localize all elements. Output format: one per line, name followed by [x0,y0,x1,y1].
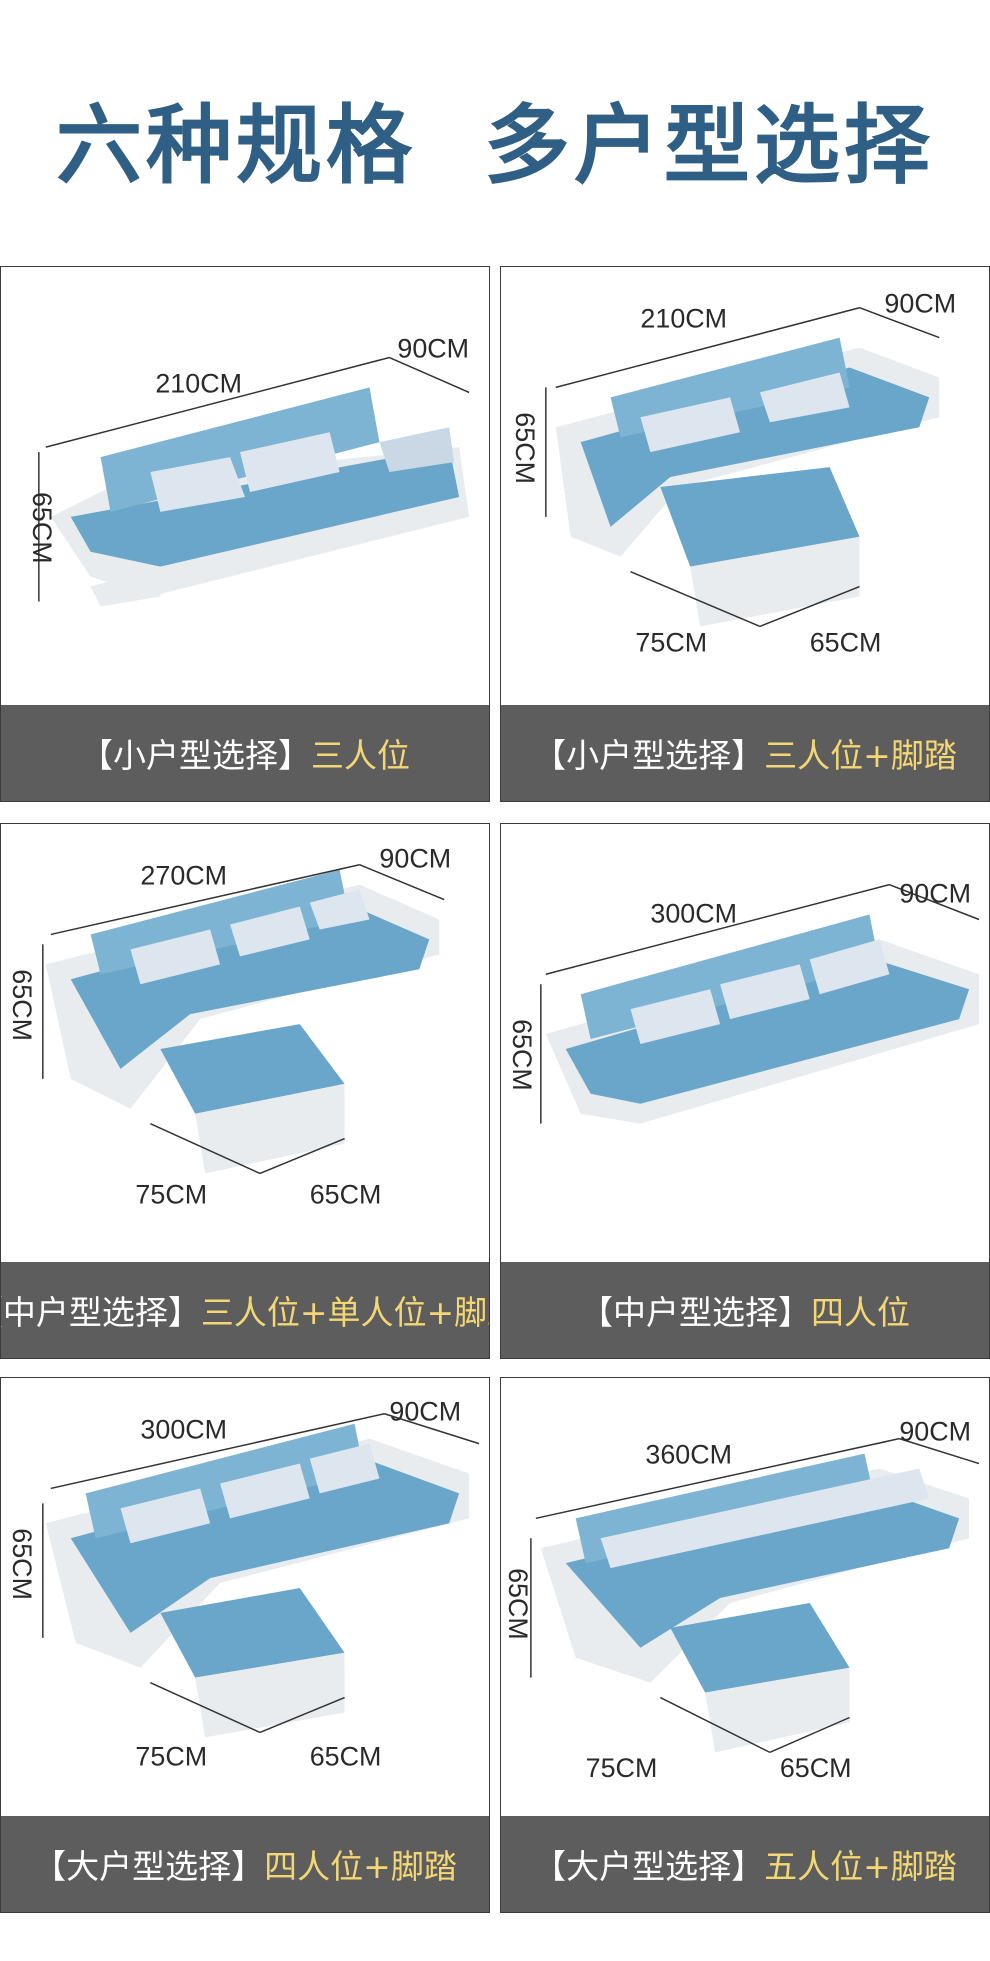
card-caption: 【小户型选择】三人位+脚踏 [501,705,989,801]
card-caption: 【中户型选择】三人位+单人位+脚踏 [1,1262,489,1358]
product-card-2[interactable]: 210CM 90CM 65CM 75CM 65CM 【小户型选择】三人位+脚踏 [500,266,990,802]
depth-label: 90CM [899,879,971,909]
ottoman-depth-label: 75CM [135,1179,207,1209]
sofa-illustration: 270CM 90CM 65CM 75CM 65CM [7,844,451,1210]
product-card-5[interactable]: 300CM 90CM 65CM 75CM 65CM 【大户型选择】四人位+脚踏 [0,1377,490,1913]
sofa-illustration: 300CM 90CM 65CM 75CM 65CM [7,1397,480,1771]
product-card-1[interactable]: 210CM 90CM 65CM 【小户型选择】三人位 [0,266,490,802]
category-label: 【大户型选择】 [533,1847,765,1886]
page-headline: 六种规格 多户型选择 [56,96,934,196]
ottoman-depth-label: 75CM [635,627,707,657]
sofa-illustration: 300CM 90CM 65CM [507,879,980,1124]
height-label: 65CM [503,1568,533,1640]
sofa-image: 210CM 90CM 65CM [1,267,489,703]
category-label: 【中户型选择】 [1,1293,201,1332]
product-card-4[interactable]: 300CM 90CM 65CM 【中户型选择】四人位 [500,823,990,1359]
sofa-image: 270CM 90CM 65CM 75CM 65CM [1,824,489,1260]
ottoman-width-label: 65CM [810,627,882,657]
ottoman-width-label: 65CM [310,1179,382,1209]
category-label: 【小户型选择】 [80,736,311,775]
card-caption: 【中户型选择】四人位 [501,1262,989,1358]
sofa-illustration: 210CM 90CM 65CM 75CM 65CM [510,289,956,658]
category-label: 【小户型选择】 [533,736,765,775]
ottoman-width-label: 65CM [780,1753,852,1783]
depth-label: 90CM [899,1417,971,1447]
sofa-illustration: 360CM 90CM 65CM 75CM 65CM [503,1417,980,1783]
height-label: 65CM [510,412,540,484]
product-card-3[interactable]: 270CM 90CM 65CM 75CM 65CM 【中户型选择】三人位+单人位… [0,823,490,1359]
sofa-image: 300CM 90CM 65CM [501,824,989,1260]
depth-label: 90CM [884,289,956,319]
length-label: 300CM [650,898,737,928]
option-label: 五人位+脚踏 [764,1847,957,1886]
depth-label: 90CM [397,334,469,364]
option-label: 三人位+单人位+脚踏 [200,1293,490,1332]
ottoman-depth-label: 75CM [135,1741,207,1771]
length-label: 270CM [140,861,227,891]
length-label: 300CM [140,1415,227,1445]
sofa-image: 210CM 90CM 65CM 75CM 65CM [501,267,989,703]
sofa-illustration: 210CM 90CM 65CM [27,334,470,607]
height-label: 65CM [7,1528,37,1600]
option-label: 三人位 [311,736,410,775]
sofa-image: 300CM 90CM 65CM 75CM 65CM [1,1378,489,1814]
category-label: 【中户型选择】 [580,1293,811,1332]
option-label: 四人位 [811,1293,910,1332]
length-label: 210CM [640,304,727,334]
depth-label: 90CM [379,844,451,874]
height-label: 65CM [507,1019,537,1091]
height-label: 65CM [7,969,37,1041]
sofa-image: 360CM 90CM 65CM 75CM 65CM [501,1378,989,1814]
card-caption: 【小户型选择】三人位 [1,705,489,801]
ottoman-width-label: 65CM [310,1741,382,1771]
height-label: 65CM [27,492,57,564]
length-label: 360CM [645,1440,732,1470]
length-label: 210CM [155,368,242,398]
card-caption: 【大户型选择】五人位+脚踏 [501,1816,989,1912]
category-label: 【大户型选择】 [33,1847,265,1886]
option-label: 三人位+脚踏 [764,736,957,775]
option-label: 四人位+脚踏 [264,1847,457,1886]
product-card-6[interactable]: 360CM 90CM 65CM 75CM 65CM 【大户型选择】五人位+脚踏 [500,1377,990,1913]
depth-label: 90CM [389,1397,461,1427]
card-caption: 【大户型选择】四人位+脚踏 [1,1816,489,1912]
ottoman-depth-label: 75CM [586,1753,658,1783]
